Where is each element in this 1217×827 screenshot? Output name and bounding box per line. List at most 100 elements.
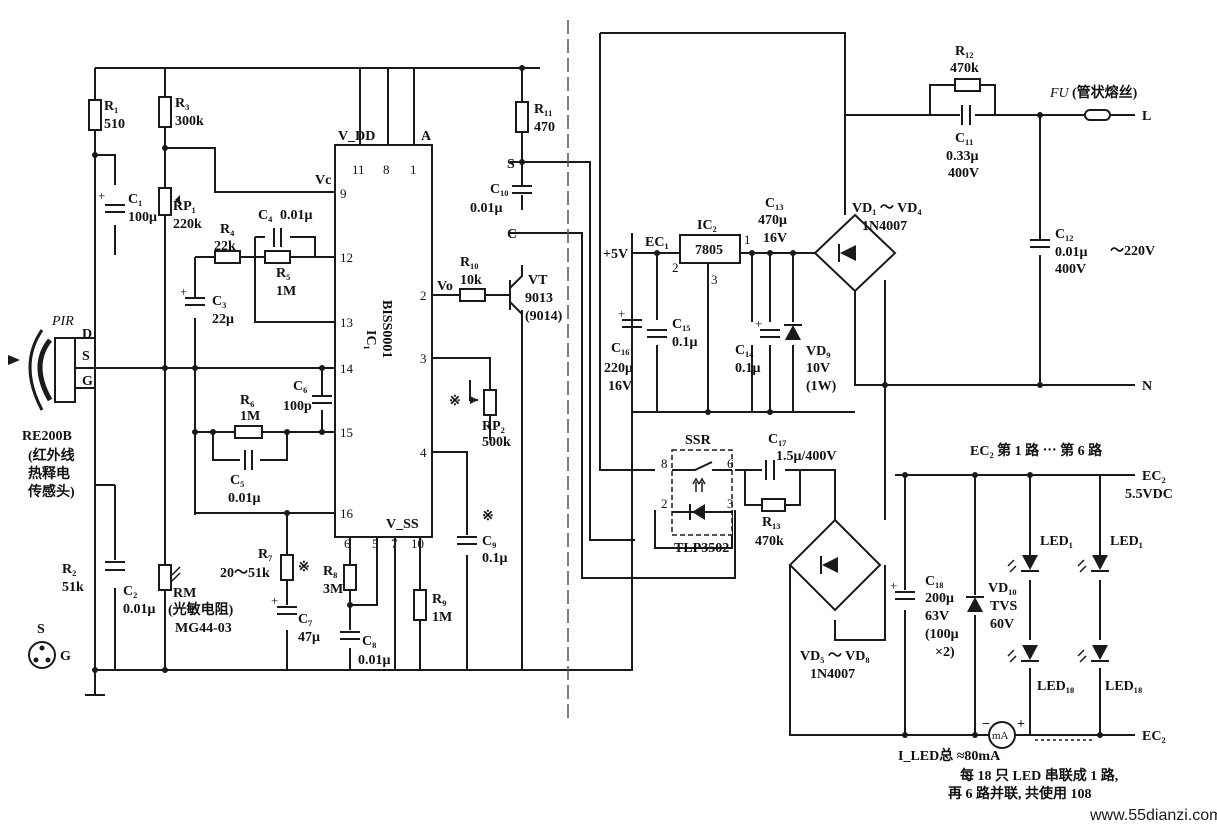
svg-text:100p: 100p: [283, 399, 312, 414]
svg-text:mA: mA: [992, 730, 1009, 742]
capacitor-c5: C₅ 0.01μ: [228, 450, 261, 506]
pir-label: PIR: [51, 314, 74, 329]
capacitor-c6: C₆ 100p: [283, 379, 332, 414]
svg-text:C₆: C₆: [293, 379, 307, 394]
regulator-ic2: 7805 IC₂ 2 1 3: [672, 218, 751, 287]
svg-text:10k: 10k: [460, 273, 482, 288]
svg-text:C₁: C₁: [128, 192, 142, 207]
resistor-r7: R₇ 20～51k ※: [220, 547, 310, 581]
svg-text:R₅: R₅: [276, 266, 290, 281]
svg-text:220k: 220k: [173, 217, 202, 232]
svg-text:7: 7: [391, 536, 398, 551]
svg-text:400V: 400V: [948, 166, 979, 181]
svg-text:6: 6: [344, 536, 351, 551]
svg-text:(管状熔丝): (管状熔丝): [1072, 84, 1138, 101]
svg-text:VD₁ ～ VD₄: VD₁ ～ VD₄: [852, 201, 922, 216]
led-1a-icon: [1007, 555, 1039, 573]
resistor-r1: R₁ 510: [88, 99, 125, 132]
line-n-label: N: [1142, 379, 1152, 394]
svg-text:3: 3: [711, 272, 718, 287]
capacitor-c4: C₄ 0.01μ: [258, 208, 313, 247]
capacitor-c8: C₈ 0.01μ: [340, 631, 391, 668]
svg-text:R₁₀: R₁₀: [460, 255, 479, 270]
svg-text:C₁₀: C₁₀: [490, 182, 509, 197]
svg-text:BISS0001: BISS0001: [379, 300, 394, 358]
ssr-tlp3502: SSR TLP3502 8 6 2 3: [661, 433, 734, 556]
svg-text:TVS: TVS: [990, 599, 1017, 614]
svg-text:0.01μ: 0.01μ: [358, 653, 391, 668]
capacitor-c1: + C₁ 100μ: [98, 188, 157, 225]
svg-text:I_LED总 ≈80mA: I_LED总 ≈80mA: [898, 747, 1001, 764]
pin-s-label: S: [82, 349, 90, 364]
svg-text:C₁₂: C₁₂: [1055, 227, 1074, 242]
fuse-fu: FU (管状熔丝): [1049, 84, 1138, 121]
svg-text:14: 14: [340, 361, 354, 376]
svg-text:9: 9: [340, 186, 347, 201]
note-line-2: 再 6 路并联, 共使用 108: [948, 785, 1092, 802]
capacitor-c13: + C₁₃ 470μ 16V: [755, 196, 787, 338]
svg-text:510: 510: [104, 117, 125, 132]
resistor-r3: R₃ 300k: [158, 96, 204, 129]
svg-text:+: +: [180, 284, 187, 299]
capacitor-c17: C₁₇ 1.5μ/400V: [765, 432, 836, 480]
svg-text:15: 15: [340, 425, 353, 440]
svg-text:47μ: 47μ: [298, 630, 320, 645]
svg-text:9013: 9013: [525, 291, 553, 306]
svg-text:R₃: R₃: [175, 96, 189, 111]
pin-g-label: G: [82, 374, 93, 389]
svg-text:C₁₁: C₁₁: [955, 131, 974, 146]
svg-text:0.1μ: 0.1μ: [482, 551, 508, 566]
bridge-rectifier-2: VD₅ ～ VD₈ 1N4007: [788, 518, 882, 682]
svg-text:R₁₃: R₁₃: [762, 515, 781, 530]
capacitor-c15: C₁₅ 0.1μ: [647, 317, 698, 350]
svg-text:51k: 51k: [62, 580, 84, 595]
svg-text:C₃: C₃: [212, 294, 226, 309]
svg-text:1.5μ/400V: 1.5μ/400V: [776, 449, 836, 464]
svg-text:+: +: [271, 593, 278, 608]
capacitor-c11: C₁₁ 0.33μ 400V: [946, 105, 979, 181]
svg-text:400V: 400V: [1055, 262, 1086, 277]
svg-text:×2): ×2): [935, 645, 955, 660]
svg-text:A: A: [421, 129, 432, 144]
resistor-r2: R₂ 51k: [62, 562, 84, 595]
svg-text:60V: 60V: [990, 617, 1014, 632]
potentiometer-rp1: RP₁ 220k: [158, 187, 202, 232]
capacitor-c7: + C₇ 47μ: [271, 593, 320, 645]
capacitor-c9: ※ C₉ 0.1μ: [457, 509, 508, 566]
svg-text:16: 16: [340, 506, 354, 521]
note-line-1: 每 18 只 LED 串联成 1 路,: [960, 767, 1118, 784]
svg-text:C₂: C₂: [123, 584, 137, 599]
svg-text:10V: 10V: [806, 361, 830, 376]
svg-text:EC₁: EC₁: [645, 235, 669, 250]
svg-text:1M: 1M: [276, 284, 296, 299]
svg-text:C₇: C₇: [298, 612, 312, 627]
svg-text:(光敏电阻): (光敏电阻): [168, 601, 234, 618]
svg-text:MG44-03: MG44-03: [175, 621, 232, 636]
bridge-rectifier-1: VD₁ ～ VD₄ 1N4007: [813, 201, 922, 293]
led-18a-icon: [1007, 645, 1039, 663]
svg-text:VT: VT: [528, 273, 548, 288]
ac-voltage-label: ～220V: [1110, 244, 1155, 259]
svg-text:R₈: R₈: [323, 564, 337, 579]
svg-text:V_DD: V_DD: [338, 129, 375, 144]
svg-text:R₆: R₆: [240, 393, 254, 408]
pinout-s: S: [37, 622, 45, 637]
svg-text:VD₅ ～ VD₈: VD₅ ～ VD₈: [800, 649, 870, 664]
svg-text:13: 13: [340, 315, 353, 330]
svg-text:C₁₈: C₁₈: [925, 574, 944, 589]
capacitor-c10: C₁₀ 0.01μ: [470, 182, 532, 216]
svg-text:+: +: [98, 188, 105, 203]
capacitor-c14: C₁₄ 0.1μ: [735, 343, 761, 376]
svg-text:+: +: [1017, 717, 1025, 732]
svg-text:LED₁₈: LED₁₈: [1105, 679, 1142, 694]
svg-text:0.01μ: 0.01μ: [1055, 245, 1088, 260]
pir-sensor: PIR D S G RE200B (红外线 热释电 传感头): [8, 314, 95, 500]
svg-text:※: ※: [482, 509, 494, 524]
svg-text:R₁₁: R₁₁: [534, 102, 553, 117]
svg-text:7805: 7805: [695, 243, 723, 258]
svg-text:470k: 470k: [950, 61, 979, 76]
svg-text:RP₁: RP₁: [173, 199, 196, 214]
ammeter: mA − + I_LED总 ≈80mA: [898, 717, 1025, 764]
svg-text:3: 3: [420, 351, 427, 366]
svg-text:LED₁: LED₁: [1110, 534, 1143, 549]
